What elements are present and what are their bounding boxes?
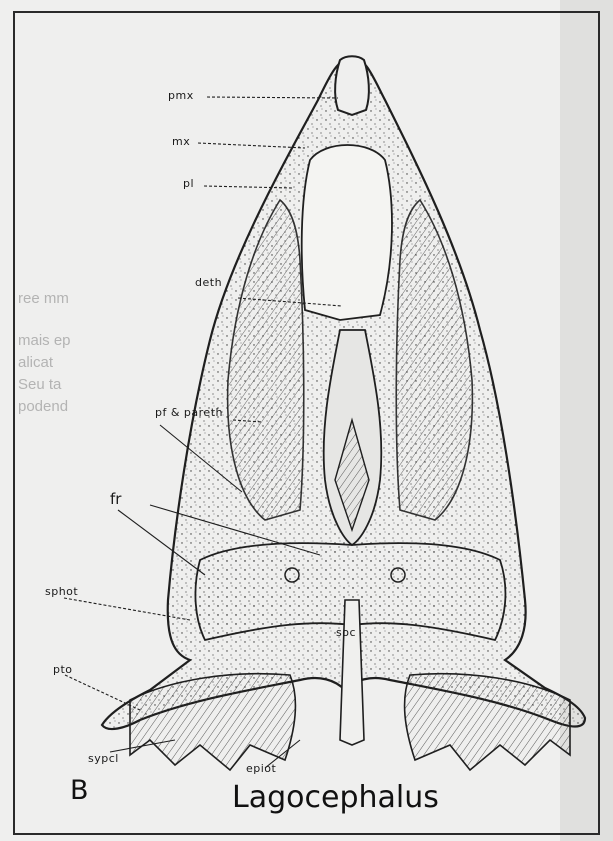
premaxilla: [335, 56, 369, 115]
label-pl: pl: [183, 177, 194, 190]
panel-letter: B: [70, 775, 89, 806]
label-pto: pto: [53, 663, 73, 676]
label-pf-pareth: pf & pareth: [155, 406, 223, 419]
label-soc: soc: [336, 626, 356, 639]
right-lateral-plate: [396, 200, 472, 520]
label-pmx: pmx: [168, 89, 194, 102]
leader-mx: [198, 143, 305, 148]
bleed-text-3: alicat: [18, 354, 53, 371]
label-sphot: sphot: [45, 585, 78, 598]
label-epiot: epiot: [246, 762, 276, 775]
bleed-text-1: ree mm: [18, 290, 69, 307]
bleed-text-2: mais ep: [18, 332, 71, 349]
supraoccipital-crest: [340, 600, 364, 745]
label-fr: fr: [110, 490, 121, 508]
label-sypcl: sypcl: [88, 752, 119, 765]
label-mx: mx: [172, 135, 190, 148]
bleed-text-4: Seu ta: [18, 376, 61, 393]
label-deth: deth: [195, 276, 222, 289]
bleed-text-5: podend: [18, 398, 68, 415]
leader-pto: [65, 675, 140, 710]
genus-caption: Lagocephalus: [232, 780, 439, 815]
left-lateral-plate: [228, 200, 304, 520]
palatine-cavity: [302, 145, 392, 320]
